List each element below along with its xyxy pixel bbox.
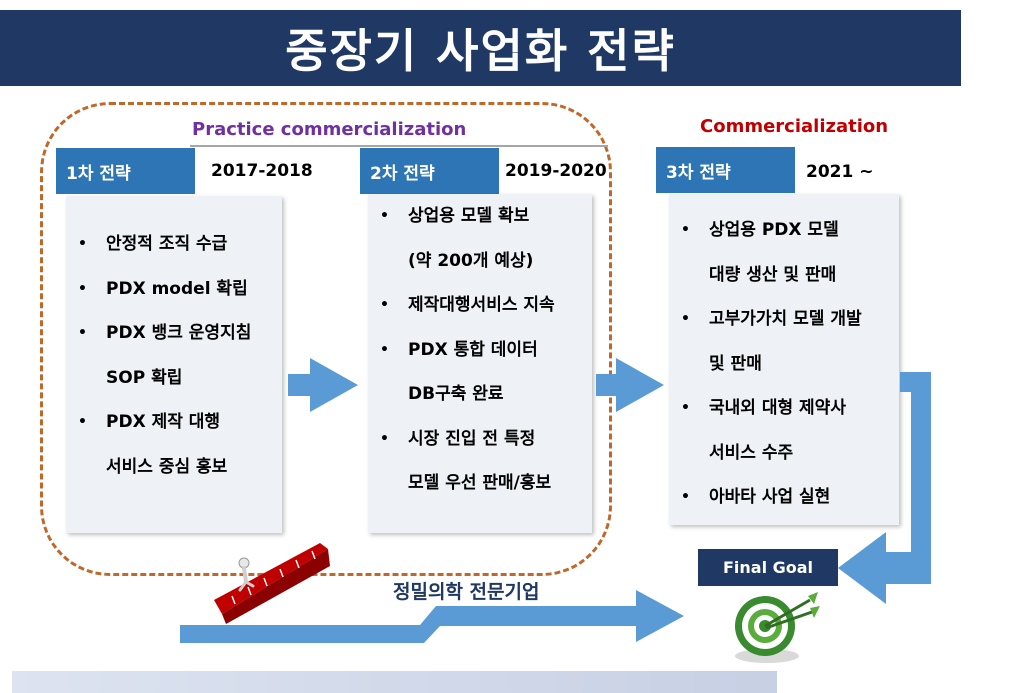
item-text: 아바타 사업 실현 xyxy=(709,487,831,507)
final-goal-label: Final Goal xyxy=(722,558,814,577)
arrow-bottom-to-final-goal xyxy=(180,590,684,643)
step-1-tab: 1차 전략 xyxy=(56,148,195,194)
step-1-years: 2017-2018 xyxy=(211,161,313,181)
step-3-years: 2021 ~ xyxy=(806,162,874,182)
bullet: • xyxy=(681,489,690,505)
item-text-cont: DB구축 완료 xyxy=(408,384,504,404)
precision-medicine-label: 정밀의학 전문기업 xyxy=(393,581,540,603)
item-text-cont: 및 판매 xyxy=(709,353,762,374)
step-2-box: • 상업용 모델 확보 (약 200개 예상) • 제작대행서비스 지속 • PDX 통… xyxy=(368,194,592,533)
item-text: 국내외 대형 제약사 xyxy=(709,398,846,418)
item-text: 제작대행서비스 지속 xyxy=(408,295,555,315)
item-text: 상업용 PDX 모델 xyxy=(709,220,839,240)
item-text-cont: SOP 확립 xyxy=(106,367,183,388)
step-2-tab: 2차 전략 xyxy=(360,148,499,194)
practice-region xyxy=(40,102,612,576)
item-text-cont: 서비스 수주 xyxy=(709,442,794,463)
arrow-step3-to-final-goal xyxy=(838,372,931,604)
step-1-tab-label: 1차 전략 xyxy=(66,163,131,184)
item-text-cont: 모델 우선 판매/홍보 xyxy=(408,473,552,493)
item-text-cont: (약 200개 예상) xyxy=(408,250,534,271)
bullet: • xyxy=(380,341,389,358)
item-text: PDX 통합 데이터 xyxy=(408,339,538,360)
bullet: • xyxy=(681,311,690,327)
item-text: 시장 진입 전 특정 xyxy=(408,428,536,449)
item-text: PDX model 확립 xyxy=(106,278,248,299)
title-bar: 중장기 사업화 전략 xyxy=(0,10,961,86)
bullet: • xyxy=(78,325,87,341)
list-item: • PDX 통합 데이터 DB구축 완료 xyxy=(368,328,592,417)
practice-divider xyxy=(190,145,608,147)
item-text-cont: 서비스 중심 홍보 xyxy=(106,456,228,477)
final-goal-box: Final Goal xyxy=(698,549,838,586)
item-text: 안정적 조직 수급 xyxy=(106,234,228,254)
staircase-icon xyxy=(214,543,330,624)
target-icon xyxy=(735,592,820,663)
item-text: PDX 제작 대행 xyxy=(106,412,221,432)
item-text-cont: 대량 생산 및 판매 xyxy=(709,264,837,285)
bullet: • xyxy=(78,236,87,252)
item-text: 고부가가치 모델 개발 xyxy=(709,309,862,329)
step-3-tab-label: 3차 전략 xyxy=(666,162,731,183)
step-2-years: 2019-2020 xyxy=(505,161,607,181)
bullet: • xyxy=(78,414,87,430)
arrow-step2-to-step3 xyxy=(596,358,664,412)
arrow-step1-to-step2 xyxy=(288,358,358,412)
step-1-box: • 안정적 조직 수급 • PDX model 확립 • PDX 뱅크 운영지침 SOP… xyxy=(66,196,282,533)
list-item: • 상업용 모델 확보 (약 200개 예상) xyxy=(368,194,592,283)
bullet: • xyxy=(78,280,87,297)
list-item: • 아바타 사업 실현 xyxy=(669,475,899,520)
item-text: 상업용 모델 확보 xyxy=(408,206,530,226)
footer-bar xyxy=(12,671,777,693)
list-item: • PDX model 확립 xyxy=(66,267,282,312)
practice-commercialization-label: Practice commercialization xyxy=(192,119,467,140)
commercialization-label: Commercialization xyxy=(700,116,889,137)
bullet: • xyxy=(380,297,389,313)
step-2-tab-label: 2차 전략 xyxy=(370,163,435,184)
list-item: • 제작대행서비스 지속 xyxy=(368,283,592,328)
bullet: • xyxy=(681,400,690,416)
list-item: • 안정적 조직 수급 xyxy=(66,222,282,267)
bullet: • xyxy=(380,430,389,447)
bullet: • xyxy=(380,208,389,224)
step-3-tab: 3차 전략 xyxy=(656,147,795,193)
bullet: • xyxy=(681,222,690,238)
item-text: PDX 뱅크 운영지침 xyxy=(106,323,252,343)
page-title: 중장기 사업화 전략 xyxy=(285,24,676,78)
list-item: • PDX 뱅크 운영지침 SOP 확립 xyxy=(66,311,282,400)
